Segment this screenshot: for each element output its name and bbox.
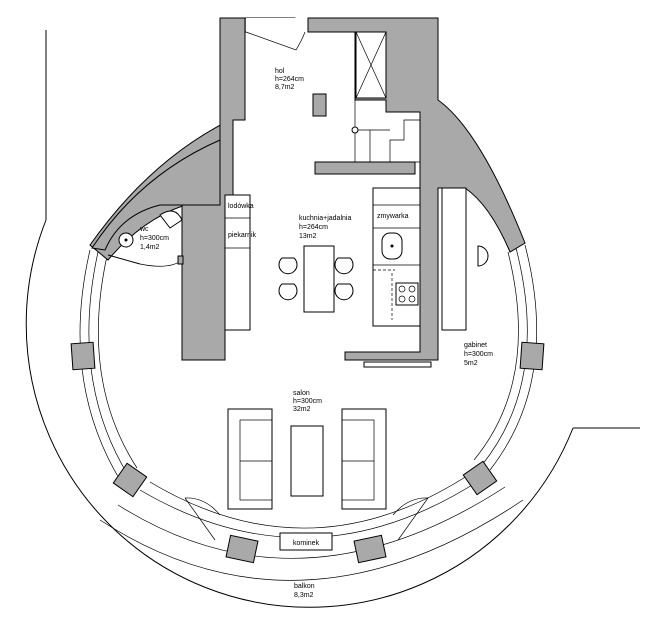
fireplace: [279, 532, 333, 551]
sofa-left: [227, 408, 273, 510]
shaft-cross-2: [355, 31, 387, 99]
wc-toilet: [159, 210, 183, 229]
balcony-outer-arc: [25, 219, 574, 608]
wc-basin-drain: [124, 238, 128, 242]
wc-door-swing: [139, 259, 183, 267]
wall-kitchen-stub: [314, 161, 416, 175]
gabinet-window-sill: [363, 361, 432, 368]
salon-height: h=300cm: [293, 398, 322, 405]
wc-door-jamb: [177, 255, 184, 265]
wall-top-right: [307, 17, 526, 361]
chair-l1: [278, 257, 298, 275]
salon-area: 32m2: [293, 406, 311, 413]
entry-door-swing: [245, 31, 306, 51]
burner-4: [408, 295, 416, 303]
glazing-arc-left-inner: [97, 255, 138, 469]
wc-door: [107, 254, 141, 265]
gabinet-name: gabinet: [464, 342, 487, 349]
wc-name: wc: [139, 226, 149, 233]
counter-left: [224, 194, 251, 331]
glazing-arc-right-inner: [473, 251, 519, 461]
gabinet-chair: [477, 245, 489, 267]
salon-name: salon: [293, 390, 310, 397]
kuchnia-name: kuchnia+jadalnia: [299, 215, 351, 222]
coffee-table: [290, 425, 324, 497]
pier-bottom-center-right: [353, 534, 387, 564]
hol-height: h=264cm: [275, 76, 304, 83]
kominek-label: kominek: [293, 540, 320, 547]
piekarnik-label: piekarnik: [228, 232, 257, 239]
entry-door-opening: [246, 18, 306, 33]
kuchnia-area: 13m2: [299, 233, 317, 240]
balcony-rail-arc: [99, 499, 524, 581]
pier-bottom-center-left: [225, 534, 259, 564]
balkon-area: 8,3m2: [294, 592, 314, 599]
balkon-name: balkon: [294, 583, 315, 590]
pier-right: [519, 341, 545, 371]
hol-area: 8,7m2: [275, 84, 295, 91]
sofa-left-seat: [239, 419, 273, 501]
pier-bottom-left: [112, 462, 148, 498]
kuchnia-height: h=264cm: [299, 224, 328, 231]
balcony-door-left: [184, 497, 221, 541]
gabinet-height: h=300cm: [464, 351, 493, 358]
balcony-inner-arc: [117, 486, 506, 559]
wall-wc-top: [91, 139, 221, 251]
chair-r2: [334, 283, 354, 301]
dining-table: [303, 245, 335, 313]
sofa-right: [341, 408, 387, 510]
wc-height: h=300cm: [140, 235, 169, 242]
balcony-door-right: [392, 497, 429, 541]
glazing-arc-left-outer: [79, 249, 121, 481]
burner-2: [408, 285, 416, 293]
sofa-right-seat: [341, 419, 375, 501]
zmywarka-label: zmywarka: [377, 213, 409, 220]
pier-left: [70, 341, 96, 371]
chair-l2: [278, 283, 298, 301]
cooktop: [395, 282, 419, 306]
hol-name: hol: [275, 68, 285, 75]
lodowka-label: lodówka: [228, 203, 254, 210]
hall-column: [312, 93, 327, 117]
stair-outline: [354, 98, 420, 163]
wc-area: 1,4m2: [140, 244, 160, 251]
chair-r1: [334, 257, 354, 275]
hall-point: [351, 126, 359, 134]
stair-steps: [369, 119, 420, 163]
gabinet-desk: [441, 187, 467, 331]
glazing-arc-left-mid: [88, 251, 129, 476]
burner-3: [398, 295, 406, 303]
gabinet-area: 5m2: [464, 360, 478, 367]
burner-1: [398, 285, 406, 293]
sink-drain: [390, 244, 394, 248]
pier-bottom-right: [462, 460, 498, 496]
